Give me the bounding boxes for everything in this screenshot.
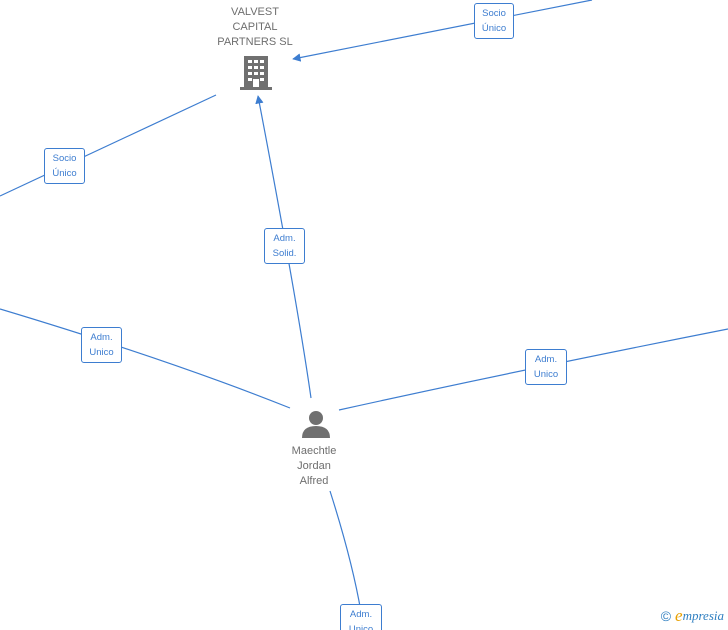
- edge-label-socio-unico-top-right[interactable]: Socio Único: [474, 3, 514, 39]
- edge-person-to-bottom: [329, 490, 362, 613]
- edge-label-adm-unico-bottom[interactable]: Adm. Unico: [340, 604, 382, 630]
- edge-label-adm-unico-left[interactable]: Adm. Unico: [81, 327, 122, 363]
- edge-company-to-left: [0, 94, 217, 197]
- edge-person-to-company: [255, 95, 312, 399]
- edge-label-adm-unico-right[interactable]: Adm. Unico: [525, 349, 567, 385]
- edge-left-to-person: [0, 308, 291, 409]
- copyright-symbol: ©: [660, 608, 672, 624]
- company-name[interactable]: VALVEST CAPITAL PARTNERS SL: [217, 6, 293, 48]
- brand-name: mpresia: [682, 608, 724, 623]
- empresia-watermark: © e mpresia: [661, 606, 724, 626]
- edge-top-right-to-company: [292, 0, 593, 62]
- brand-initial: e: [675, 606, 683, 625]
- edge-label-adm-solid[interactable]: Adm. Solid.: [264, 228, 305, 264]
- person-icon[interactable]: [302, 411, 330, 438]
- person-name[interactable]: Maechtle Jordan Alfred: [291, 445, 337, 487]
- edge-label-socio-unico-left[interactable]: Socio Único: [44, 148, 85, 184]
- building-icon[interactable]: [240, 56, 272, 90]
